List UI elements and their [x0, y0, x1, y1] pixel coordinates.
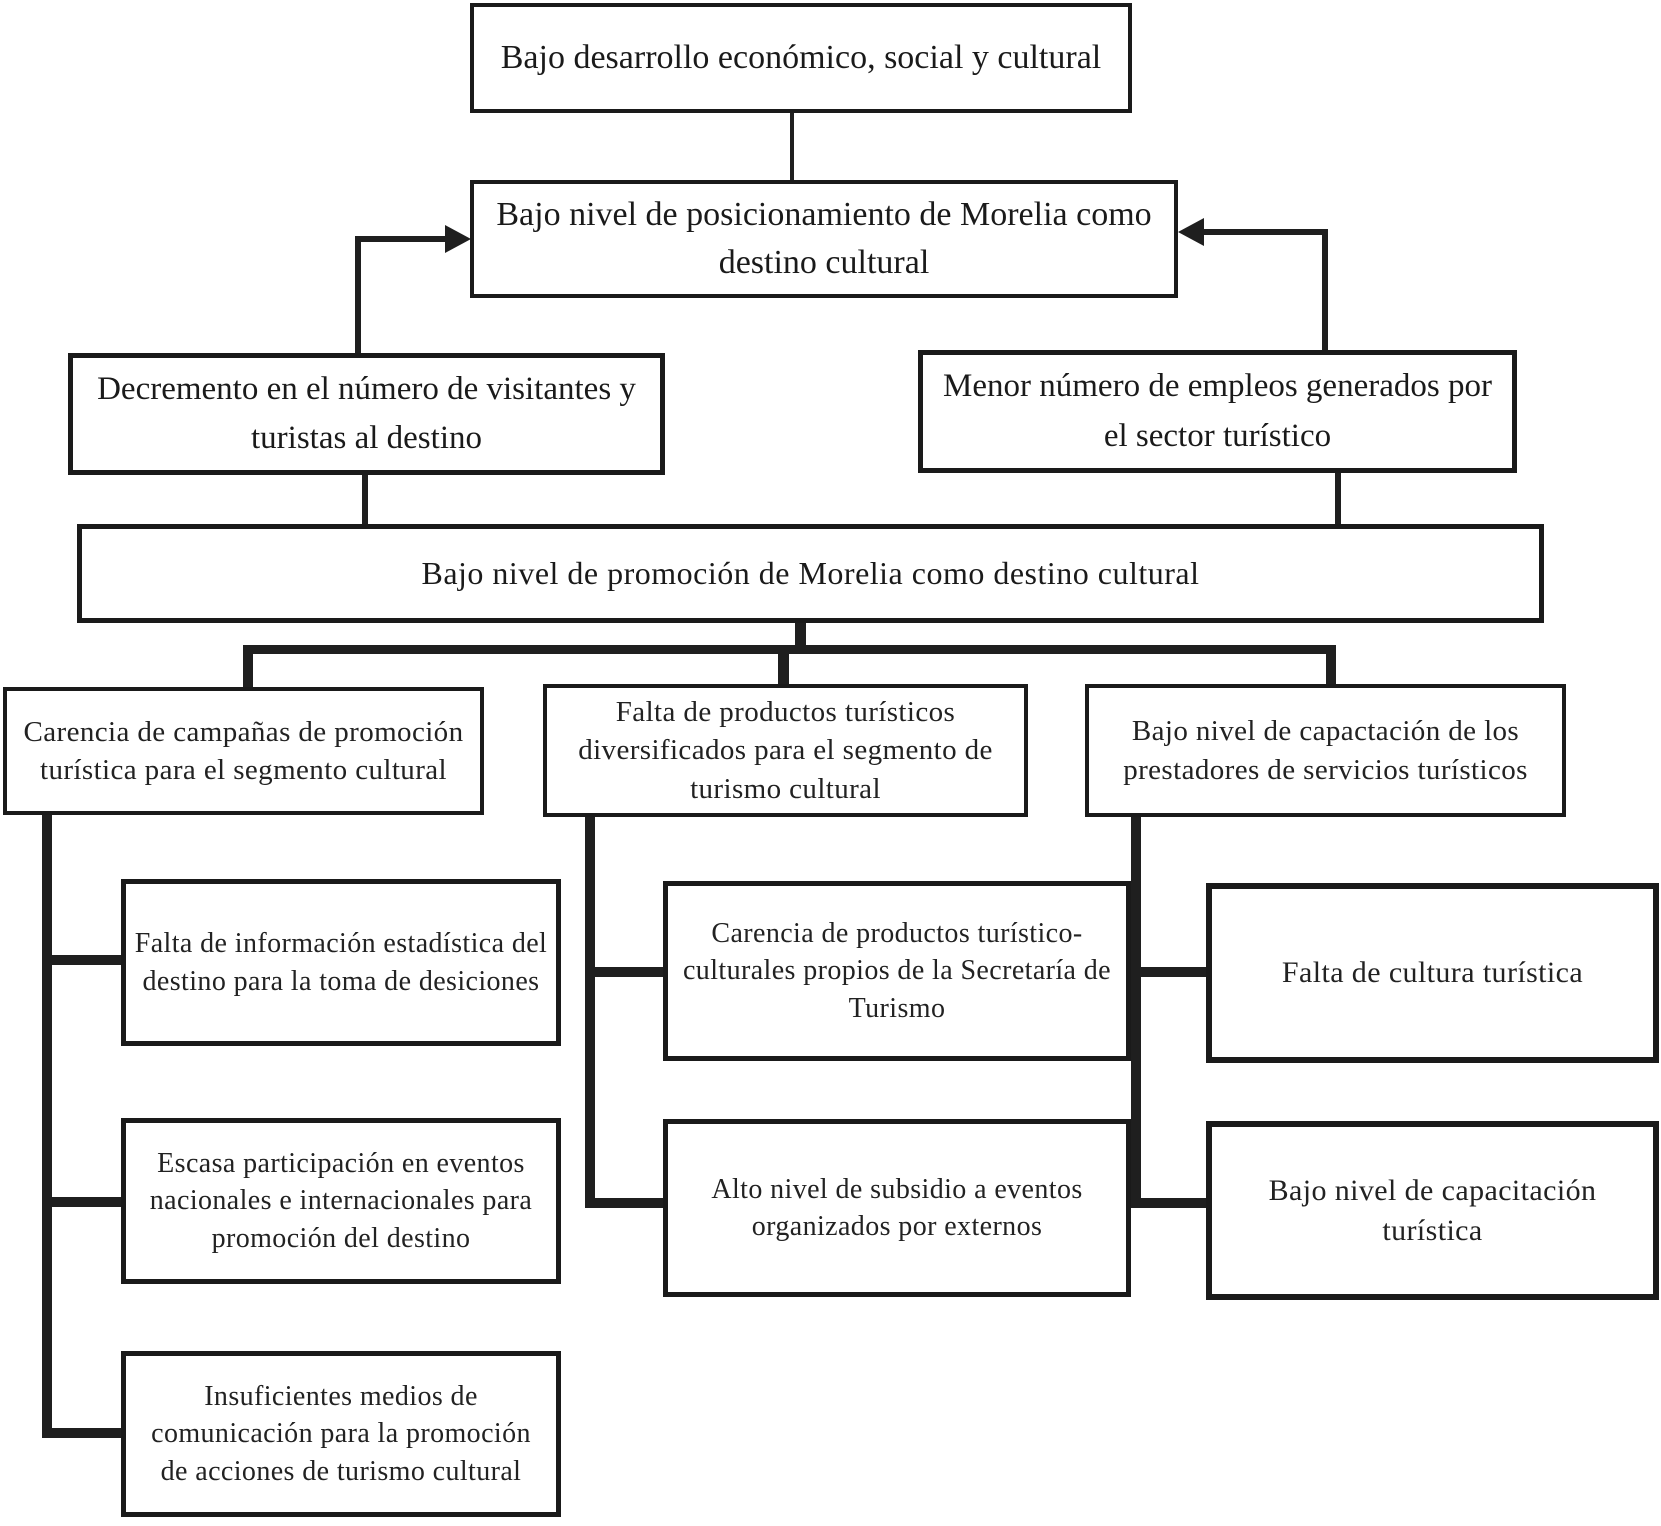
- node-lack-products: Falta de productos turísticos diversific…: [543, 684, 1028, 817]
- node-high-subsidies: Alto nivel de subsidio a eventos organiz…: [663, 1119, 1131, 1297]
- node-statistics-label: Falta de información estadística del des…: [134, 928, 548, 997]
- connector-stub-media: [42, 1428, 121, 1438]
- node-jobs-label: Menor número de empleos generados por el…: [943, 368, 1492, 454]
- node-lack-statistics: Falta de información estadística del des…: [121, 879, 561, 1046]
- connector-spine-campaigns: [42, 813, 52, 1438]
- connector-root-to-positioning: [790, 112, 794, 180]
- node-visitors-label: Decremento en el número de visitantes y …: [97, 370, 636, 457]
- connector-promotion-stub: [795, 621, 806, 653]
- connector-visitors-arrow-horizontal: [355, 236, 447, 242]
- node-low-event-participation: Escasa participación en eventos nacional…: [121, 1118, 561, 1284]
- node-positioning-label: Bajo nivel de posicionamiento de Morelia…: [496, 195, 1152, 281]
- connector-stub-statistics: [42, 955, 121, 965]
- connector-bus-bar: [243, 645, 1336, 654]
- arrowhead-right-icon: [445, 225, 471, 253]
- connector-stub-own-products: [585, 967, 663, 977]
- arrowhead-left-icon: [1178, 218, 1204, 246]
- node-capacity-label: Bajo nivel de capacitación turística: [1268, 1173, 1597, 1247]
- connector-spine-training: [1131, 815, 1141, 1208]
- node-lack-campaigns: Carencia de campañas de promoción turíst…: [3, 687, 484, 815]
- connector-stub-culture: [1131, 967, 1206, 977]
- connector-stub-subsidies: [585, 1198, 663, 1208]
- node-culture-label: Falta de cultura turística: [1281, 956, 1584, 990]
- connector-stub-capacity: [1131, 1198, 1206, 1208]
- node-insufficient-media: Insuficientes medios de comunicación par…: [121, 1351, 561, 1517]
- connector-drop-campaigns: [243, 645, 253, 689]
- node-root-problem: Bajo desarrollo económico, social y cult…: [470, 3, 1132, 113]
- connector-stub-events: [42, 1197, 121, 1207]
- connector-jobs-to-promotion: [1335, 473, 1341, 524]
- connector-drop-training: [1326, 645, 1336, 686]
- node-root-label: Bajo desarrollo económico, social y cult…: [500, 38, 1102, 76]
- node-visitors-decrease: Decremento en el número de visitantes y …: [68, 353, 665, 475]
- node-low-training-level: Bajo nivel de capacitación turística: [1206, 1121, 1659, 1300]
- connector-spine-products: [585, 815, 595, 1208]
- connector-visitors-to-promotion: [362, 475, 368, 524]
- node-positioning: Bajo nivel de posicionamiento de Morelia…: [470, 180, 1178, 298]
- connector-jobs-arrow-vertical: [1322, 229, 1328, 350]
- node-own-products-label: Carencia de productos turístico-cultural…: [682, 918, 1112, 1024]
- node-lack-tourism-culture: Falta de cultura turística: [1206, 883, 1659, 1063]
- node-campaigns-label: Carencia de campañas de promoción turíst…: [23, 715, 464, 786]
- node-promotion-label: Bajo nivel de promoción de Morelia como …: [421, 554, 1200, 591]
- node-events-label: Escasa participación en eventos nacional…: [149, 1148, 533, 1254]
- node-low-provider-training: Bajo nivel de capactación de los prestad…: [1085, 684, 1566, 817]
- node-subsidies-label: Alto nivel de subsidio a eventos organiz…: [711, 1173, 1083, 1242]
- connector-drop-products: [778, 650, 789, 690]
- connector-jobs-arrow-horizontal: [1202, 229, 1328, 235]
- connector-visitors-arrow-vertical: [355, 236, 361, 353]
- node-low-promotion: Bajo nivel de promoción de Morelia como …: [77, 524, 1544, 623]
- node-products-label: Falta de productos turísticos diversific…: [578, 696, 993, 805]
- node-training-label: Bajo nivel de capactación de los prestad…: [1123, 715, 1528, 786]
- node-lack-own-products: Carencia de productos turístico-cultural…: [663, 881, 1131, 1061]
- node-fewer-jobs: Menor número de empleos generados por el…: [918, 350, 1517, 473]
- node-media-label: Insuficientes medios de comunicación par…: [151, 1381, 531, 1487]
